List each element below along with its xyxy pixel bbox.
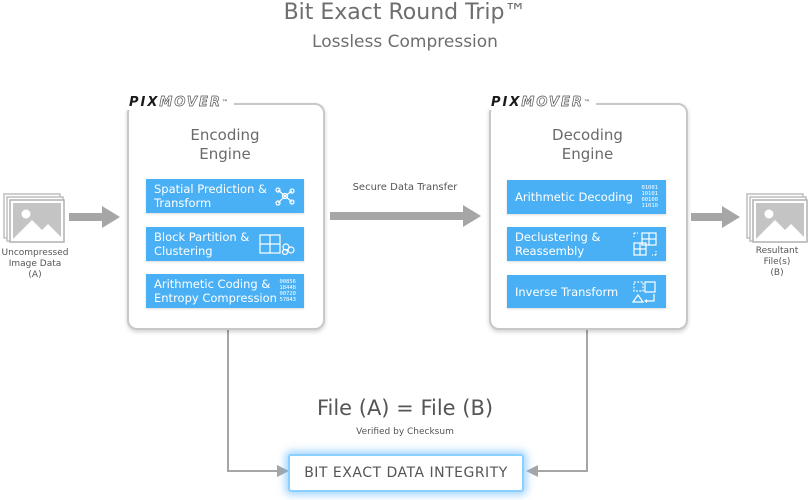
encoder-step-spatial-prediction: Spatial Prediction & Transform — [146, 179, 304, 213]
output-arrow — [691, 206, 740, 228]
shapes-transform-icon — [632, 280, 656, 303]
network-nodes-icon — [275, 187, 295, 206]
input-arrow — [69, 206, 120, 228]
transfer-arrow — [330, 205, 481, 227]
decoder-logo: PIXMOVER™ — [489, 95, 596, 110]
integrity-label: BIT EXACT DATA INTEGRITY — [304, 465, 508, 481]
data-integrity-box: BIT EXACT DATA INTEGRITY — [288, 454, 524, 492]
encoder-step-block-partition: Block Partition & Clustering — [146, 227, 304, 261]
grid-cluster-icon — [259, 234, 295, 255]
decoder-title: Decoding Engine — [552, 126, 623, 163]
diagram-title: Bit Exact Round Trip™ — [283, 0, 527, 25]
decoder-step-arithmetic-decoding: Arithmetic Decoding 01001 10101 00100 11… — [507, 180, 666, 214]
encoder-checksum-line — [227, 330, 289, 477]
verified-caption: Verified by Checksum — [356, 427, 454, 437]
encoder-step-arithmetic-coding: Arithmetic Coding & Entropy Compression … — [146, 274, 304, 308]
number-block-icon: 00856 18448 00720 57843 — [279, 279, 296, 303]
output-image-stack-icon — [745, 192, 809, 248]
file-equation: File (A) = File (B) — [316, 396, 494, 420]
grid-reassembly-icon — [633, 232, 657, 256]
decoder-checksum-line — [526, 330, 588, 477]
input-caption: Uncompressed Image Data (A) — [1, 248, 69, 280]
transfer-label: Secure Data Transfer — [352, 182, 458, 193]
output-caption: Resultant File(s) (B) — [755, 246, 799, 278]
encoder-logo: PIXMOVER™ — [127, 95, 234, 110]
decoder-step-inverse-transform: Inverse Transform — [507, 275, 666, 308]
encoder-title: Encoding Engine — [190, 126, 260, 163]
diagram-subtitle: Lossless Compression — [312, 32, 498, 52]
input-image-stack-icon — [2, 192, 66, 248]
decoder-step-declustering: Declustering & Reassembly — [507, 227, 666, 261]
binary-digits-icon: 01001 10101 00100 11010 — [641, 185, 658, 209]
